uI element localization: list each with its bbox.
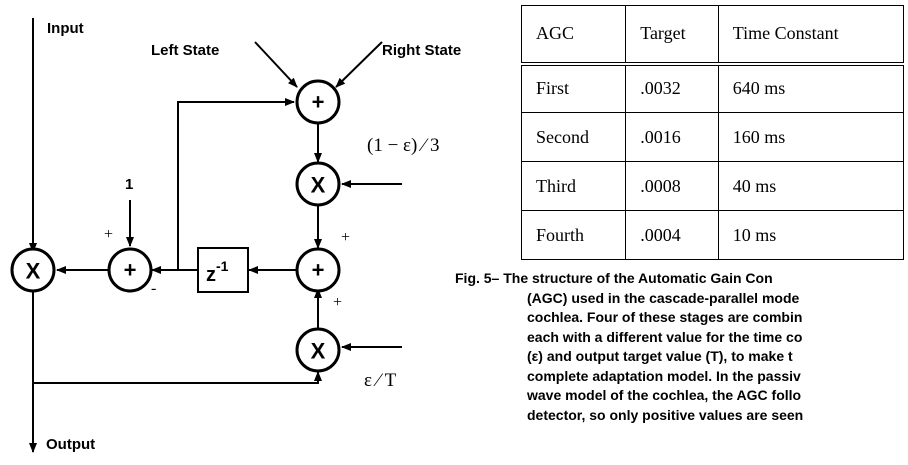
- delay-base: z: [206, 264, 216, 286]
- cell-target: .0008: [625, 161, 719, 211]
- header-agc: AGC: [520, 5, 627, 66]
- multiplier-coef2-symbol: X: [311, 339, 326, 364]
- adder-gain-symbol: +: [124, 258, 137, 283]
- delay-exponent: -1: [216, 258, 229, 274]
- cell-target: .0004: [625, 210, 719, 260]
- output-label: Output: [46, 436, 96, 453]
- agc-parameter-table: AGC Target Time Constant First .0032 640…: [520, 5, 905, 260]
- coef2-label: ε ⁄ T: [364, 370, 397, 391]
- right-state-label: Right State: [382, 42, 462, 59]
- cell-target: .0032: [625, 63, 719, 113]
- constant-one-label: 1: [125, 176, 134, 193]
- adder-gain: [107, 247, 153, 293]
- header-time-constant: Time Constant: [717, 5, 905, 66]
- adder-state-symbol: +: [312, 90, 325, 115]
- table-header-row: AGC Target Time Constant: [520, 5, 905, 66]
- cell-target: .0016: [625, 112, 719, 162]
- delay-symbol: z-1: [206, 258, 229, 286]
- caption-line: complete adaptation model. In the passiv: [527, 367, 801, 384]
- coef1-label: (1 − ε) ⁄ 3: [367, 135, 440, 156]
- adder-main-symbol: +: [312, 258, 325, 283]
- gain-adder-plus-sign: +: [104, 226, 114, 243]
- multiplier-input: [10, 247, 56, 293]
- multiplier-input-symbol: X: [26, 259, 41, 284]
- feedback-wire-state: [177, 98, 295, 270]
- table-row: Third .0008 40 ms: [520, 161, 905, 211]
- cell-stage: Third: [520, 161, 627, 211]
- main-adder-top-sign: +: [341, 229, 351, 246]
- caption-line: (ε) and output target value (T), to make…: [527, 348, 793, 364]
- caption-line: each with a different value for the time…: [527, 328, 803, 345]
- delay-block: [197, 247, 249, 293]
- header-target: Target: [625, 5, 719, 66]
- feedback-wire-output: [33, 371, 322, 384]
- right-state-wire: [335, 41, 383, 88]
- table-row: Fourth .0004 10 ms: [520, 210, 905, 260]
- cell-time-constant: 160 ms: [717, 112, 905, 162]
- adder-state: [295, 79, 341, 125]
- caption-line: cochlea. Four of these stages are combin: [527, 309, 803, 325]
- left-state-wire: [254, 41, 298, 88]
- left-state-label: Left State: [151, 42, 220, 59]
- cell-time-constant: 640 ms: [717, 63, 905, 113]
- caption-line: Fig. 5– The structure of the Automatic G…: [455, 270, 773, 286]
- main-adder-bottom-sign: +: [333, 294, 343, 311]
- table-row: First .0032 640 ms: [520, 63, 905, 113]
- multiplier-coef1: [295, 161, 341, 207]
- cell-time-constant: 10 ms: [717, 210, 905, 260]
- multiplier-coef2: [295, 327, 341, 373]
- cell-stage: Second: [520, 112, 627, 162]
- cell-stage: Fourth: [520, 210, 627, 260]
- table-row: Second .0016 160 ms: [520, 112, 905, 162]
- multiplier-coef1-symbol: X: [311, 173, 326, 198]
- adder-main: [295, 247, 341, 293]
- gain-adder-minus-sign: -: [151, 280, 157, 297]
- caption-line: (AGC) used in the cascade-parallel mode: [527, 289, 800, 306]
- cell-time-constant: 40 ms: [717, 161, 905, 211]
- input-label: Input: [47, 20, 84, 37]
- agc-block-diagram: X + + X + X z-1: [10, 18, 402, 453]
- caption-line: detector, so only positive values are se…: [527, 406, 804, 423]
- caption-line: wave model of the cochlea, the AGC follo: [527, 387, 802, 403]
- cell-stage: First: [520, 63, 627, 113]
- figure-caption: Fig. 5– The structure of the Automatic G…: [455, 269, 908, 465]
